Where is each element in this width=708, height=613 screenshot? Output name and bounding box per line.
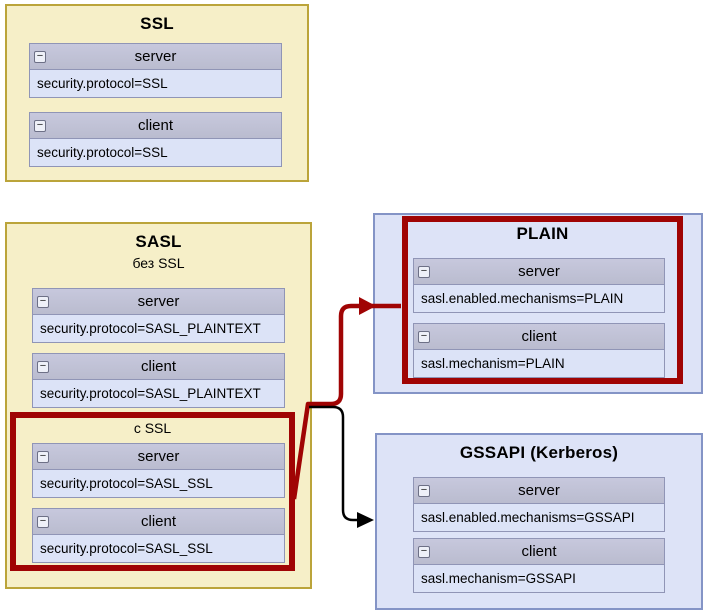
config-text: security.protocol=SASL_SSL	[40, 476, 213, 491]
group-sasl: SASL без SSL − server security.protocol=…	[5, 222, 312, 589]
node-sasl-plaintext-server: − server security.protocol=SASL_PLAINTEX…	[32, 288, 285, 343]
node-ssl-server: − server security.protocol=SSL	[29, 43, 282, 98]
collapse-icon[interactable]: −	[418, 330, 430, 343]
section-label-with-ssl: с SSL	[133, 420, 172, 436]
node-header: − client	[414, 539, 664, 565]
collapse-icon[interactable]: −	[34, 50, 46, 63]
collapse-icon[interactable]: −	[418, 484, 430, 497]
node-ssl-server-label: server	[134, 48, 177, 65]
node-header: − client	[414, 324, 664, 350]
highlight-plain-mechanism	[402, 216, 683, 384]
node-gssapi-client: − client sasl.mechanism=GSSAPI	[413, 538, 665, 593]
node-ssl-client-label: client	[137, 117, 174, 134]
node-header: − client	[33, 509, 284, 535]
node-label: server	[518, 263, 560, 280]
arrowhead-to-gssapi-icon	[357, 512, 374, 528]
node-label: server	[518, 482, 560, 499]
node-plain-client: − client sasl.mechanism=PLAIN	[413, 323, 665, 378]
node-config: security.protocol=SASL_SSL	[33, 470, 284, 497]
config-text: security.protocol=SSL	[37, 76, 168, 91]
section-label-without-ssl: без SSL	[132, 255, 185, 271]
node-header: − server	[33, 444, 284, 470]
node-label: client	[521, 328, 557, 345]
config-text: security.protocol=SSL	[37, 145, 168, 160]
group-gssapi-title: GSSAPI (Kerberos)	[459, 443, 619, 462]
node-header: − server	[414, 478, 664, 504]
config-text: sasl.enabled.mechanisms=GSSAPI	[421, 510, 635, 525]
node-config: sasl.mechanism=PLAIN	[414, 350, 664, 377]
node-ssl-client-header: − client	[30, 113, 281, 139]
node-config: sasl.enabled.mechanisms=GSSAPI	[414, 504, 664, 531]
config-text: sasl.mechanism=GSSAPI	[421, 571, 576, 586]
collapse-icon[interactable]: −	[37, 515, 49, 528]
node-sasl-plaintext-client: − client security.protocol=SASL_PLAINTEX…	[32, 353, 285, 408]
collapse-icon[interactable]: −	[418, 545, 430, 558]
node-label: client	[140, 358, 177, 375]
node-config: sasl.mechanism=GSSAPI	[414, 565, 664, 592]
collapse-icon[interactable]: −	[418, 265, 430, 278]
node-config: security.protocol=SASL_PLAINTEXT	[33, 315, 284, 342]
config-text: sasl.mechanism=PLAIN	[421, 356, 565, 371]
config-text: security.protocol=SASL_PLAINTEXT	[40, 386, 261, 401]
node-gssapi-server: − server sasl.enabled.mechanisms=GSSAPI	[413, 477, 665, 532]
node-header: − server	[414, 259, 664, 285]
node-plain-server: − server sasl.enabled.mechanisms=PLAIN	[413, 258, 665, 313]
node-config: security.protocol=SASL_SSL	[33, 535, 284, 562]
collapse-icon[interactable]: −	[34, 119, 46, 132]
node-header: − client	[33, 354, 284, 380]
group-ssl-title: SSL	[140, 14, 174, 33]
node-header: − server	[33, 289, 284, 315]
node-ssl-server-header: − server	[30, 44, 281, 70]
node-label: client	[140, 513, 177, 530]
node-label: client	[521, 543, 557, 560]
connector-sasl-to-gssapi	[309, 405, 359, 522]
collapse-icon[interactable]: −	[37, 450, 49, 463]
node-ssl-client-config: security.protocol=SSL	[30, 139, 281, 166]
node-label: server	[137, 448, 180, 465]
node-config: security.protocol=SASL_PLAINTEXT	[33, 380, 284, 407]
node-label: server	[137, 293, 180, 310]
collapse-icon[interactable]: −	[37, 295, 49, 308]
node-ssl-client: − client security.protocol=SSL	[29, 112, 282, 167]
node-ssl-server-config: security.protocol=SSL	[30, 70, 281, 97]
group-ssl: SSL − server security.protocol=SSL − cli…	[5, 4, 309, 182]
collapse-icon[interactable]: −	[37, 360, 49, 373]
node-sasl-ssl-client: − client security.protocol=SASL_SSL	[32, 508, 285, 563]
config-text: sasl.enabled.mechanisms=PLAIN	[421, 291, 624, 306]
config-text: security.protocol=SASL_SSL	[40, 541, 213, 556]
node-config: sasl.enabled.mechanisms=PLAIN	[414, 285, 664, 312]
config-text: security.protocol=SASL_PLAINTEXT	[40, 321, 261, 336]
group-gssapi: GSSAPI (Kerberos) − server sasl.enabled.…	[375, 433, 703, 610]
node-sasl-ssl-server: − server security.protocol=SASL_SSL	[32, 443, 285, 498]
group-plain: PLAIN − server sasl.enabled.mechanisms=P…	[373, 213, 703, 394]
group-sasl-title: SASL	[135, 232, 182, 251]
group-plain-title: PLAIN	[516, 224, 569, 243]
